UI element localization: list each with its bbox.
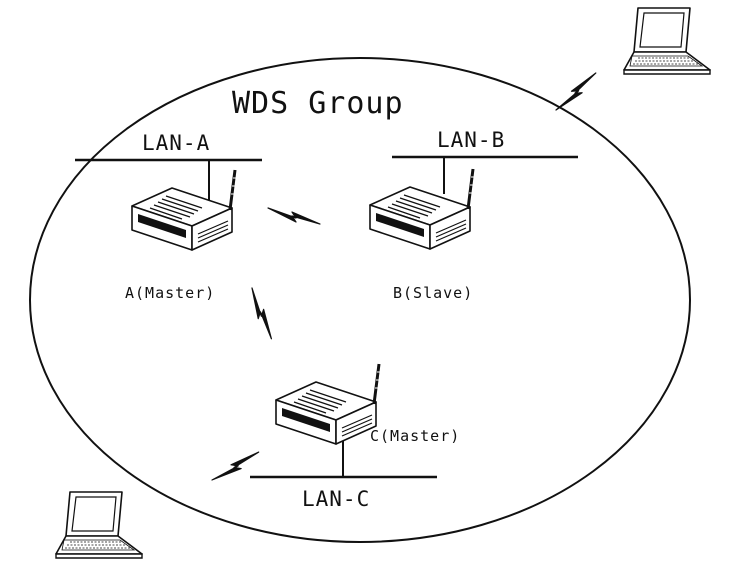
lightning-bolt-icon [211,440,260,492]
diagram-title: WDS Group [232,86,404,121]
node-a-label: A(Master) [125,284,215,302]
node-b-label: B(Slave) [393,284,473,302]
wds-group-boundary [29,57,691,543]
lan-c-label: LAN-C [302,487,370,511]
router-icon [130,168,240,252]
lightning-bolt-icon [267,207,321,225]
lightning-bolt-icon [238,287,285,340]
router-icon [368,167,478,251]
lan-a-label: LAN-A [142,131,210,155]
laptop-icon [55,491,143,559]
lightning-bolt-icon [555,64,597,119]
router-icon [274,362,384,446]
laptop-icon [623,7,711,75]
node-c-label: C(Master) [370,427,460,445]
lan-b-label: LAN-B [437,128,505,152]
